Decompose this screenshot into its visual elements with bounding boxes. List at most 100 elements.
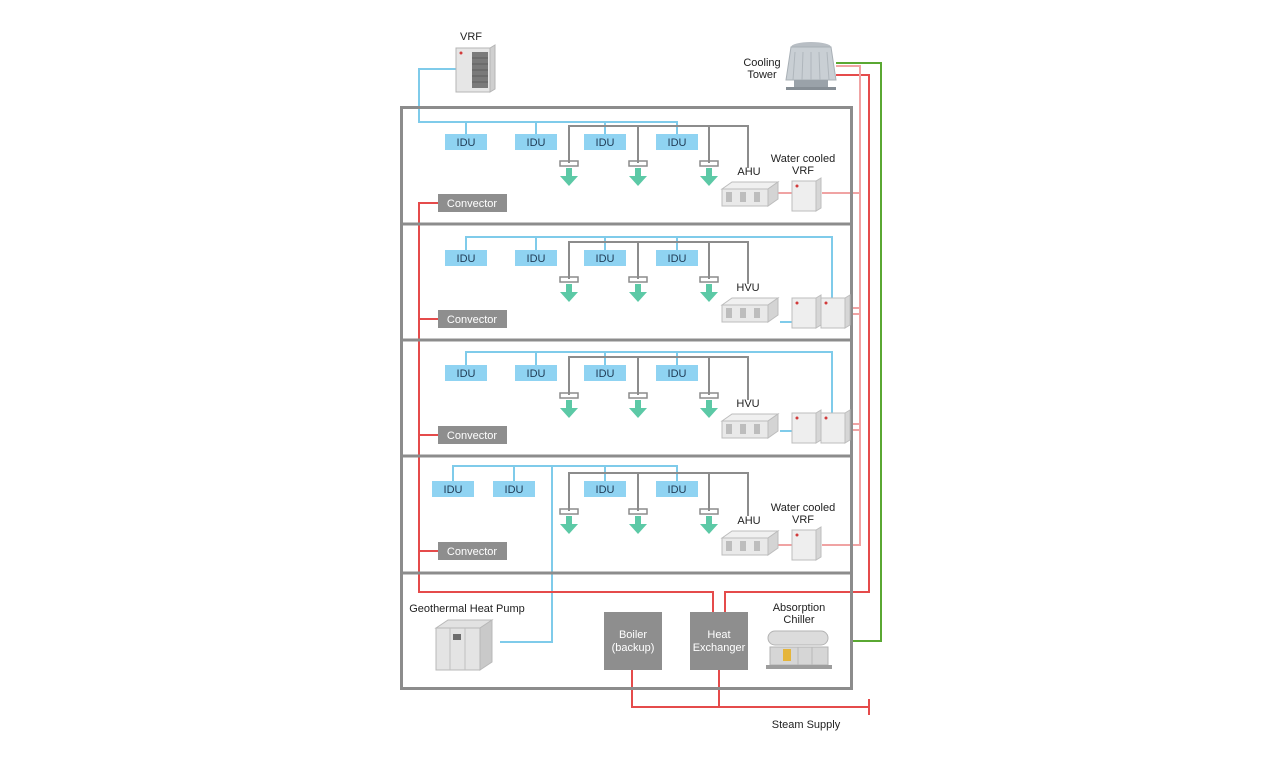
diffuser (559, 160, 579, 167)
airflow-arrow-icon (629, 400, 647, 418)
airflow-arrow-icon (560, 284, 578, 302)
diffuser (699, 276, 719, 283)
chiller-cooling-loop (836, 62, 882, 642)
diffuser (699, 160, 719, 167)
diffuser (628, 508, 648, 515)
idu-unit (515, 134, 557, 150)
idu-label: IDU (596, 253, 615, 265)
vrf-label: VRF (460, 31, 482, 43)
convector-label: Convector (447, 198, 497, 210)
idu-unit (656, 481, 698, 497)
boiler-label: Boiler (619, 629, 647, 641)
idu-label: IDU (668, 253, 687, 265)
idu-unit (445, 365, 487, 381)
water-cooled-vrf-floor-1: Water cooled VRF (771, 153, 835, 212)
absorption-chiller: Absorption Chiller (766, 602, 832, 669)
diffuser (628, 160, 648, 167)
heat-exchanger-label: Heat (707, 629, 730, 641)
absorption-chiller-label: Chiller (783, 614, 815, 626)
idu-label: IDU (527, 137, 546, 149)
water-cooled-vrf-floor-3b (820, 409, 851, 444)
diffusers-floor-2 (559, 276, 719, 302)
geothermal-label: Geothermal Heat Pump (409, 603, 525, 615)
diffuser (559, 392, 579, 399)
convector-label: Convector (447, 430, 497, 442)
ahu-label: AHU (737, 166, 760, 178)
idu-label: IDU (457, 253, 476, 265)
airflow-arrow-icon (629, 284, 647, 302)
ahu-floor-1: AHU (720, 166, 780, 207)
idu-unit (445, 134, 487, 150)
diffuser (699, 508, 719, 515)
diffuser (559, 276, 579, 283)
vrf-outdoor-unit: VRF (455, 31, 496, 93)
idu-unit (493, 481, 535, 497)
steam-supply-label: Steam Supply (772, 719, 841, 731)
water-cooled-vrf-floor-2b (820, 294, 851, 329)
water-cooled-vrf-floor-4: Water cooled VRF (771, 502, 835, 561)
airflow-arrow-icon (560, 516, 578, 534)
idu-units-floor-1: IDU IDU IDU IDU (445, 134, 698, 150)
idu-unit (432, 481, 474, 497)
idu-unit (584, 365, 626, 381)
idu-unit (515, 250, 557, 266)
convector-floor-1: Convector (438, 194, 507, 212)
floor-3-refrigerant-line (465, 351, 833, 432)
duct-network (568, 125, 749, 516)
ahu-floor-4: AHU (720, 515, 780, 556)
idu-unit (584, 134, 626, 150)
water-cooled-vrf-label: VRF (792, 165, 814, 177)
cooling-tower-label: Cooling (743, 57, 780, 69)
airflow-arrow-icon (629, 516, 647, 534)
idu-label: IDU (668, 484, 687, 496)
airflow-arrow-icon (700, 400, 718, 418)
airflow-arrow-icon (560, 400, 578, 418)
idu-label: IDU (527, 368, 546, 380)
absorption-label: Absorption (773, 602, 826, 614)
idu-units-floor-3: IDU IDU IDU IDU (445, 365, 698, 381)
diffuser (628, 276, 648, 283)
diffusers-floor-1 (559, 160, 719, 186)
water-cooled-vrf-floor-2a (791, 294, 822, 329)
idu-label: IDU (596, 137, 615, 149)
idu-label: IDU (457, 368, 476, 380)
airflow-arrow-icon (700, 168, 718, 186)
airflow-arrow-icon (629, 168, 647, 186)
heat-exchanger-label-line-2: Exchanger (693, 642, 746, 654)
idu-units-floor-4: IDU IDU IDU IDU (432, 481, 698, 497)
diffusers-floor-4 (559, 508, 719, 534)
airflow-arrow-icon (560, 168, 578, 186)
water-cooled-label: Water cooled (771, 153, 835, 165)
diffuser (559, 508, 579, 515)
idu-unit (584, 250, 626, 266)
hvu-label: HVU (736, 282, 759, 294)
airflow-arrow-icon (700, 284, 718, 302)
cooling-tower: Cooling Tower (743, 42, 837, 90)
hvu-label: HVU (736, 398, 759, 410)
idu-label: IDU (457, 137, 476, 149)
idu-unit (515, 365, 557, 381)
ahu-label: AHU (737, 515, 760, 527)
heat-exchanger: Heat Exchanger (690, 612, 748, 670)
convector-floor-2: Convector (438, 310, 507, 328)
building-outline (400, 106, 853, 690)
idu-label: IDU (596, 484, 615, 496)
hvu-floor-2: HVU (720, 282, 780, 323)
diffuser (699, 392, 719, 399)
hvu-floor-3: HVU (720, 398, 780, 439)
convector-floor-4: Convector (438, 542, 507, 560)
idu-label: IDU (444, 484, 463, 496)
diffusers-floor-3 (559, 392, 719, 418)
idu-label: IDU (527, 253, 546, 265)
cooling-tower-label-line-2: Tower (747, 69, 777, 81)
idu-unit (584, 481, 626, 497)
convector-floor-3: Convector (438, 426, 507, 444)
idu-label: IDU (596, 368, 615, 380)
idu-units-floor-2: IDU IDU IDU IDU (445, 250, 698, 266)
idu-label: IDU (505, 484, 524, 496)
diffuser (628, 392, 648, 399)
water-cooled-vrf-label: VRF (792, 514, 814, 526)
floor-2-refrigerant-line (465, 236, 833, 323)
